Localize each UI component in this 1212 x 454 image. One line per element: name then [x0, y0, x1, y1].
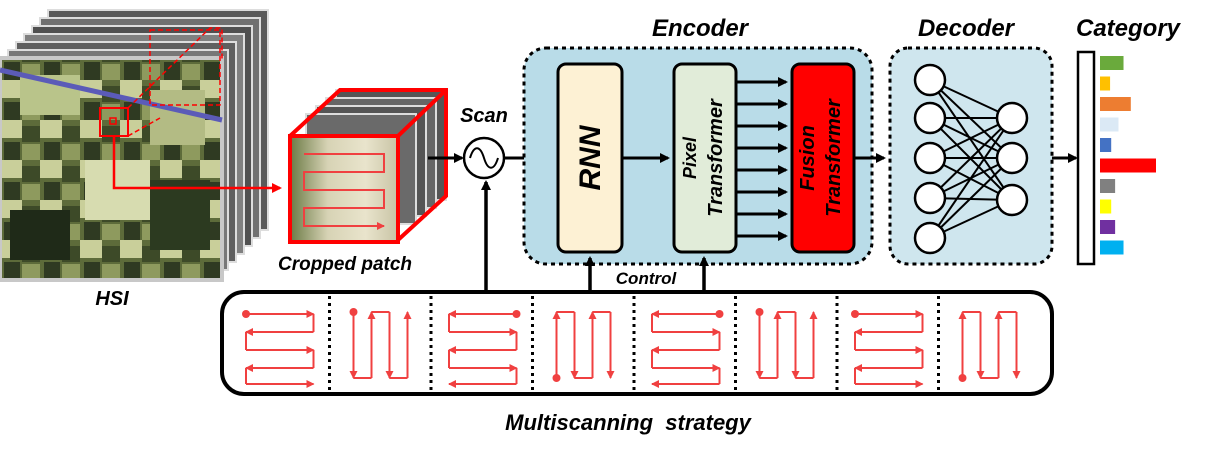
category-bar [1100, 76, 1111, 91]
multiscanning-label: Multiscanning strategy [505, 410, 752, 435]
category-bar [1100, 179, 1116, 193]
scan-pattern-h-right [835, 296, 924, 390]
fusion-label-line1: Fusion [797, 125, 819, 191]
scan-label: Scan [460, 105, 508, 127]
category-bar [1100, 158, 1156, 173]
scan-pattern-h-left [429, 296, 521, 390]
category-bar [1100, 138, 1112, 152]
encoder-panel [522, 46, 886, 266]
cropped-patch [288, 88, 448, 244]
scan-pattern-v-up [937, 296, 1021, 390]
pixel-transformer-block [672, 62, 738, 254]
scan-pattern-v-down [734, 296, 818, 390]
scan-pattern-h-left [632, 296, 724, 390]
category-bar [1100, 220, 1116, 234]
scan-pattern-v-down [328, 296, 412, 390]
pixel-to-fusion-arrows [736, 77, 788, 241]
scan-pattern-cells [242, 296, 1021, 390]
fusion-label-line2: Transformer [823, 98, 845, 217]
category-bar [1100, 56, 1124, 70]
decoder-panel [888, 46, 1078, 266]
category-bar [1100, 117, 1119, 132]
pixel-label-line2: Transformer [705, 98, 727, 217]
crop-projection [127, 27, 223, 137]
control-label: Control [616, 269, 678, 288]
category-output [1076, 50, 1156, 266]
category-label: Category [1076, 15, 1182, 42]
scan-pattern-v-up [531, 296, 615, 390]
crop-arrow [112, 136, 282, 193]
rnn-label: RNN [574, 124, 607, 190]
pixel-label-line1: Pixel [680, 136, 700, 179]
category-bars [1100, 56, 1156, 255]
cropped-patch-label: Cropped patch [278, 254, 412, 275]
encoder-label: Encoder [652, 15, 750, 42]
hsi-image [0, 56, 224, 282]
scan-pattern-h-right [242, 310, 315, 388]
category-bar [1100, 97, 1131, 111]
decoder-label: Decoder [918, 15, 1016, 42]
control-arrows [585, 256, 709, 292]
crop-center [109, 117, 117, 125]
hsi-label: HSI [95, 288, 129, 310]
patch-scan-arrows [303, 153, 385, 230]
multiscanning-panel [220, 290, 1054, 396]
hsi-cube [0, 9, 282, 282]
category-bar [1100, 240, 1124, 255]
category-bar [1100, 199, 1112, 214]
decoder-nodes [913, 63, 1029, 255]
